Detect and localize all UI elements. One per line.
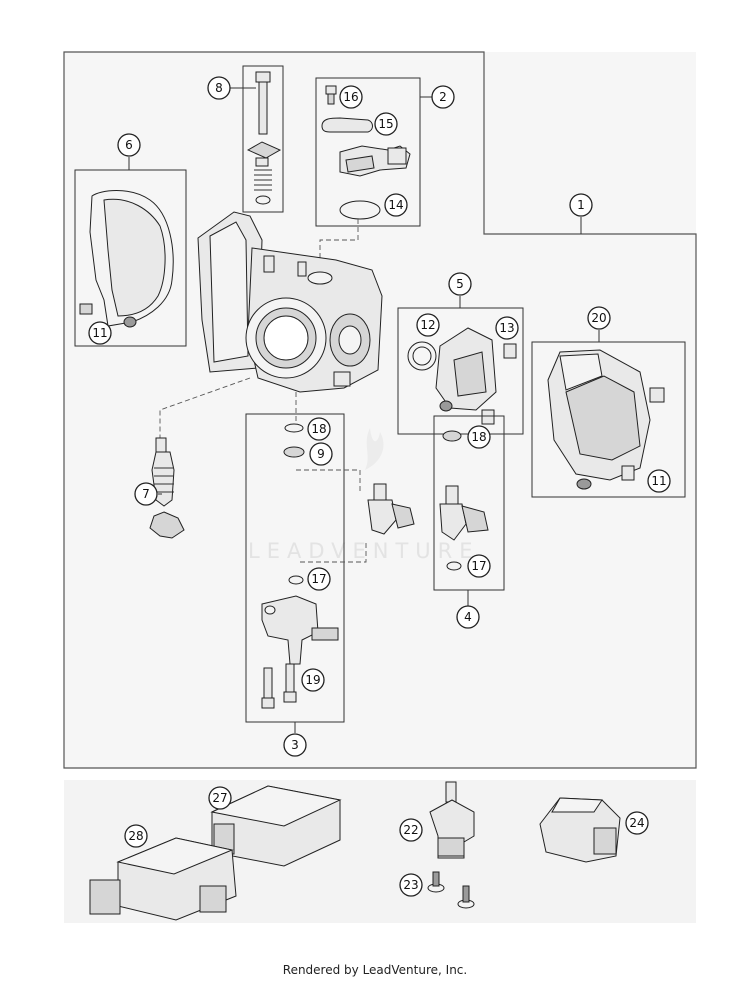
callout-4: 4 — [456, 605, 480, 629]
svg-text:5: 5 — [456, 277, 464, 291]
svg-text:7: 7 — [142, 487, 150, 501]
callout-24: 24 — [625, 811, 649, 835]
svg-text:27: 27 — [212, 791, 227, 805]
callout-11-cover: 11 — [88, 321, 112, 345]
callout-17-group4: 17 — [467, 554, 491, 578]
svg-text:11: 11 — [651, 474, 666, 488]
svg-text:17: 17 — [311, 572, 326, 586]
group-8-box — [242, 65, 284, 213]
callout-9: 9 — [309, 442, 333, 466]
watermark: LEADVENTURE — [248, 428, 480, 563]
leader-group-2 — [319, 219, 359, 270]
callout-15: 15 — [374, 112, 398, 136]
callout-6: 6 — [117, 133, 141, 157]
throttle-body-part — [197, 211, 383, 393]
callout-5: 5 — [448, 272, 472, 296]
cover-part — [79, 190, 174, 328]
callout-leaders — [128, 87, 600, 733]
svg-text:4: 4 — [464, 610, 472, 624]
callout-7: 7 — [134, 482, 158, 506]
callout-17-group3: 17 — [307, 567, 331, 591]
map-sensor-part — [407, 327, 517, 425]
watermark-text: LEADVENTURE — [248, 539, 480, 563]
callout-11-sensor: 11 — [647, 469, 671, 493]
group-6-box — [74, 169, 187, 347]
leader-injector-bottom — [300, 540, 367, 563]
idle-screw-part — [246, 71, 282, 205]
svg-text:2: 2 — [439, 90, 447, 104]
injector-2-part — [439, 430, 489, 571]
svg-text:11: 11 — [92, 326, 107, 340]
svg-text:8: 8 — [215, 81, 223, 95]
footer-credit: Rendered by LeadVenture, Inc. — [282, 963, 468, 977]
svg-text:20: 20 — [591, 311, 606, 325]
callouts: 1 2 3 4 5 6 7 8 9 11 11 11 12 13 14 15 1… — [88, 76, 671, 897]
group-2-box — [315, 77, 421, 227]
svg-text:18: 18 — [471, 430, 486, 444]
svg-text:18: 18 — [311, 422, 326, 436]
callout-19: 19 — [301, 668, 325, 692]
leader-7 — [159, 377, 251, 438]
callout-12: 12 — [416, 313, 440, 337]
svg-text:17: 17 — [471, 559, 486, 573]
callout-18-group3: 18 — [307, 417, 331, 441]
callout-16: 16 — [339, 85, 363, 109]
leader-injector-top — [296, 469, 361, 492]
callout-1: 1 — [569, 193, 593, 217]
connector-sensor-part — [539, 797, 621, 863]
callout-22: 22 — [399, 818, 423, 842]
callout-2: 2 — [431, 85, 455, 109]
svg-text:6: 6 — [125, 138, 133, 152]
callout-14: 14 — [384, 193, 408, 217]
throttle-sensor-part — [547, 349, 665, 490]
svg-text:19: 19 — [305, 673, 320, 687]
callout-20: 20 — [587, 306, 611, 330]
svg-text:28: 28 — [128, 829, 143, 843]
ecu-part — [210, 785, 342, 867]
callout-18-group4: 18 — [467, 425, 491, 449]
svg-text:13: 13 — [499, 321, 514, 335]
callout-13: 13 — [495, 316, 519, 340]
sensor-part — [321, 85, 411, 220]
group-20-box — [531, 341, 686, 498]
assembly-frame — [63, 51, 697, 769]
svg-text:16: 16 — [343, 90, 358, 104]
callout-3: 3 — [283, 733, 307, 757]
control-unit-part — [89, 837, 237, 921]
group-4-box — [433, 415, 505, 591]
svg-text:1: 1 — [577, 198, 585, 212]
pressure-sensor-part — [427, 781, 475, 909]
svg-text:15: 15 — [378, 117, 393, 131]
callout-28: 28 — [124, 824, 148, 848]
svg-text:23: 23 — [403, 878, 418, 892]
svg-text:24: 24 — [629, 816, 644, 830]
callout-23: 23 — [399, 873, 423, 897]
callout-27: 27 — [208, 786, 232, 810]
svg-text:3: 3 — [291, 738, 299, 752]
injector-part — [261, 423, 415, 709]
callout-8: 8 — [207, 76, 231, 100]
svg-text:12: 12 — [420, 318, 435, 332]
svg-text:9: 9 — [317, 447, 325, 461]
svg-text:14: 14 — [388, 198, 403, 212]
svg-text:22: 22 — [403, 823, 418, 837]
